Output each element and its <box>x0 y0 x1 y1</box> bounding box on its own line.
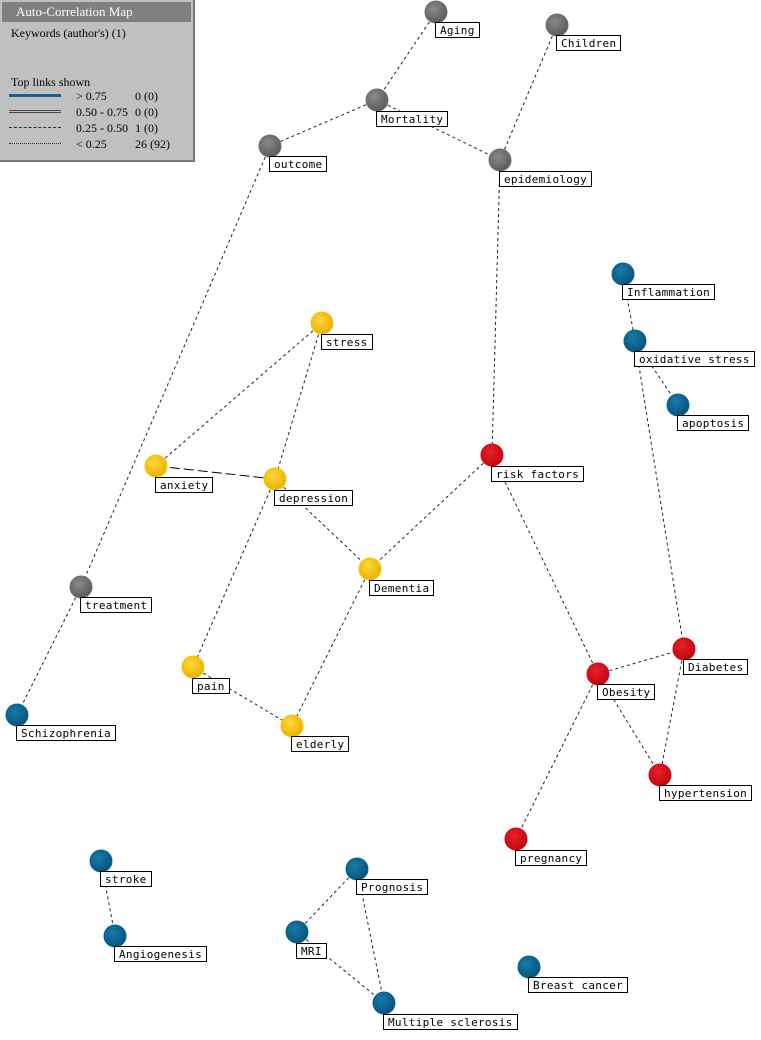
edge-aging-mortality <box>376 11 437 101</box>
node-pregnancy[interactable] <box>504 827 528 851</box>
node-stress[interactable] <box>310 311 334 335</box>
legend-panel: Auto-Correlation Map Keywords (author's)… <box>0 0 195 162</box>
edge-children-epidemiology <box>499 24 558 161</box>
legend-swatch-dash <box>9 127 61 128</box>
edge-depression-pain <box>192 478 276 668</box>
node-label-inflammation[interactable]: Inflammation <box>622 284 716 300</box>
edge-prognosis-mri <box>296 868 358 933</box>
node-aging[interactable] <box>424 0 448 24</box>
edge-obesity-diabetes <box>597 648 685 675</box>
node-label-children[interactable]: Children <box>556 35 622 51</box>
node-diabetes[interactable] <box>672 637 696 661</box>
node-label-riskfactors[interactable]: risk factors <box>491 466 585 482</box>
node-treatment[interactable] <box>69 575 93 599</box>
node-prognosis[interactable] <box>345 857 369 881</box>
node-label-aging[interactable]: Aging <box>435 22 480 38</box>
edge-mortality-outcome <box>269 99 378 147</box>
edge-diabetes-hypertension <box>659 648 685 776</box>
legend-row-medium: 0.50 - 0.75 0 (0) <box>9 105 189 119</box>
node-stroke[interactable] <box>89 849 113 873</box>
node-pain[interactable] <box>181 655 205 679</box>
node-children[interactable] <box>545 13 569 37</box>
legend-range: < 0.25 <box>76 137 107 151</box>
edge-pain-elderly <box>192 666 293 727</box>
node-label-apoptosis[interactable]: apoptosis <box>677 415 750 431</box>
legend-links-heading: Top links shown <box>11 75 91 89</box>
legend-count: 26 (92) <box>135 137 170 151</box>
legend-subtitle: Keywords (author's) (1) <box>11 26 126 40</box>
node-mri[interactable] <box>285 920 309 944</box>
node-inflammation[interactable] <box>611 262 635 286</box>
node-label-stroke[interactable]: stroke <box>100 871 152 887</box>
legend-swatch-thick <box>9 94 61 97</box>
node-label-diabetes[interactable]: Diabetes <box>683 659 749 675</box>
edge-stress-anxiety <box>155 322 323 467</box>
edge-dementia-elderly <box>291 568 371 727</box>
node-depression[interactable] <box>263 467 287 491</box>
legend-row-very-weak: < 0.25 26 (92) <box>9 137 189 151</box>
legend-title: Auto-Correlation Map <box>2 2 191 22</box>
node-riskfactors[interactable] <box>480 443 504 467</box>
node-outcome[interactable] <box>258 134 282 158</box>
edge-prognosis-ms <box>356 868 385 1004</box>
legend-row-weak: 0.25 - 0.50 1 (0) <box>9 121 189 135</box>
legend-count: 0 (0) <box>135 89 158 103</box>
node-label-schizophrenia[interactable]: Schizophrenia <box>16 725 116 741</box>
node-label-obesity[interactable]: Obesity <box>597 684 656 700</box>
node-label-treatment[interactable]: treatment <box>80 597 153 613</box>
legend-range: 0.25 - 0.50 <box>76 121 128 135</box>
node-epidemiology[interactable] <box>488 148 512 172</box>
node-anxiety[interactable] <box>144 454 168 478</box>
legend-range: > 0.75 <box>76 89 107 103</box>
node-label-epidemiology[interactable]: epidemiology <box>499 171 593 187</box>
node-hypertension[interactable] <box>648 763 672 787</box>
node-schizophrenia[interactable] <box>5 703 29 727</box>
node-obesity[interactable] <box>586 662 610 686</box>
legend-range: 0.50 - 0.75 <box>76 105 128 119</box>
node-label-mri[interactable]: MRI <box>296 943 327 959</box>
node-apoptosis[interactable] <box>666 393 690 417</box>
edge-riskfactors-obesity <box>491 454 599 675</box>
edge-riskfactors-dementia <box>369 454 493 570</box>
legend-row-strong: > 0.75 0 (0) <box>9 89 189 103</box>
node-label-oxidative[interactable]: oxidative stress <box>634 351 755 367</box>
edge-stress-depression <box>274 322 323 480</box>
edge-anxiety-depression <box>155 465 276 480</box>
node-oxidative[interactable] <box>623 329 647 353</box>
node-label-pregnancy[interactable]: pregnancy <box>515 850 588 866</box>
node-label-prognosis[interactable]: Prognosis <box>356 879 429 895</box>
legend-count: 0 (0) <box>135 105 158 119</box>
edge-depression-dementia <box>274 478 371 570</box>
node-label-dementia[interactable]: Dementia <box>369 580 435 596</box>
node-mortality[interactable] <box>365 88 389 112</box>
legend-swatch-dot <box>9 143 61 144</box>
node-dementia[interactable] <box>358 557 382 581</box>
node-label-angiogenesis[interactable]: Angiogenesis <box>114 946 208 962</box>
node-label-depression[interactable]: depression <box>274 490 354 506</box>
node-label-elderly[interactable]: elderly <box>291 736 350 752</box>
node-label-anxiety[interactable]: anxiety <box>155 477 214 493</box>
node-label-ms[interactable]: Multiple sclerosis <box>383 1014 518 1030</box>
edge-outcome-treatment <box>80 145 271 588</box>
edge-obesity-pregnancy <box>515 673 599 840</box>
node-label-stress[interactable]: stress <box>321 334 373 350</box>
edge-mortality-epidemiology <box>376 99 501 161</box>
edge-treatment-schizophrenia <box>16 586 82 716</box>
edge-oxidative-diabetes <box>634 340 685 650</box>
edge-epidemiology-riskfactors <box>491 159 501 456</box>
node-label-breastcancer[interactable]: Breast cancer <box>528 977 628 993</box>
node-label-pain[interactable]: pain <box>192 678 230 694</box>
node-angiogenesis[interactable] <box>103 924 127 948</box>
node-label-hypertension[interactable]: hypertension <box>659 785 753 801</box>
node-elderly[interactable] <box>280 714 304 738</box>
node-label-mortality[interactable]: Mortality <box>376 111 449 127</box>
node-breastcancer[interactable] <box>517 955 541 979</box>
legend-swatch-double <box>9 110 61 113</box>
node-label-outcome[interactable]: outcome <box>269 156 328 172</box>
legend-count: 1 (0) <box>135 121 158 135</box>
node-ms[interactable] <box>372 991 396 1015</box>
